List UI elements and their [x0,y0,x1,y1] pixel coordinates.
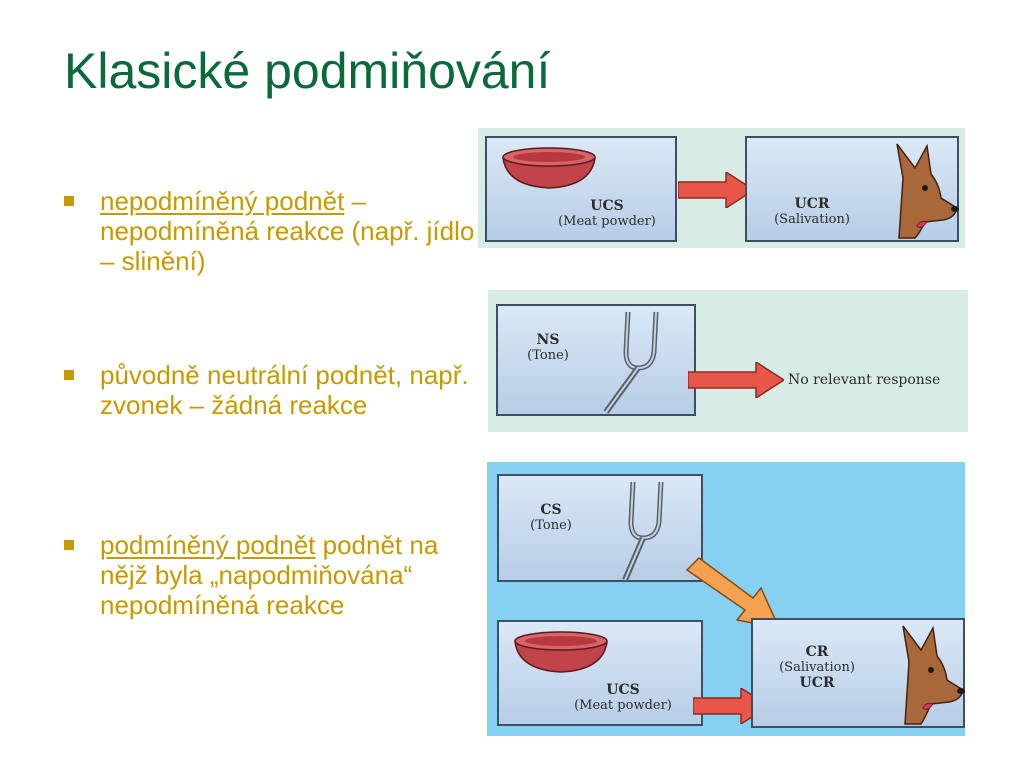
food-bowl-icon [502,147,596,189]
ns-box: NS (Tone) [496,304,696,416]
bullet-marker-icon [64,196,74,206]
dog-head-icon [902,625,965,725]
cs-description: (Tone) [530,518,572,533]
ucs-description: (Meat powder) [558,214,656,229]
cr-label: CR [805,644,829,660]
cr-description: (Salivation) [779,660,855,675]
slide-title: Klasické podmiňování [64,43,551,99]
diagram-panel-neutral: NS (Tone) No relevant response [488,290,968,432]
ucr-description: (Salivation) [774,212,850,227]
ns-description: (Tone) [527,348,569,363]
arrow-right-icon [688,362,784,398]
bullet-marker-icon [64,370,74,380]
food-bowl-icon [514,631,608,673]
no-response-text: No relevant response [788,372,941,388]
bullet-text: – nepodmíněná reakce (např. jídlo – slin… [100,186,475,276]
ucs-box: UCS (Meat powder) [497,620,703,726]
term-link-unconditioned-stimulus[interactable]: nepodmíněný podnět [100,186,345,216]
ucr-label: UCR [794,196,830,212]
diagonal-arrow-icon [685,557,781,630]
cs-label: CS [540,502,562,518]
arrow-right-icon [678,172,754,208]
ucr-box: UCR (Salivation) [745,136,959,242]
ucs-label: UCS [590,198,624,214]
ucs-description: (Meat powder) [574,698,672,713]
ucr-label: UCR [799,675,835,691]
bullet-marker-icon [64,540,74,550]
ucs-box: UCS (Meat powder) [485,136,677,242]
tuning-fork-icon [622,481,664,582]
dog-head-icon [896,143,959,239]
diagram-panel-conditioned: CS (Tone) UCS (Meat powder) CR (Salivati… [487,462,965,736]
term-link-conditioned-stimulus[interactable]: podmíněný podnět [100,530,316,560]
bullet-text: podnět na nějž byla „napodmiňována“ nepo… [100,530,439,620]
cr-box: CR (Salivation) UCR [751,618,965,728]
diagram-panel-unconditioned: UCS (Meat powder) UCR (Salivation) [478,128,965,248]
tuning-fork-icon [603,311,659,414]
ucs-label: UCS [606,682,640,698]
cs-box: CS (Tone) [497,474,703,582]
ns-label: NS [536,332,560,348]
bullet-text: původně neutrální podnět, např. zvonek –… [100,360,469,420]
